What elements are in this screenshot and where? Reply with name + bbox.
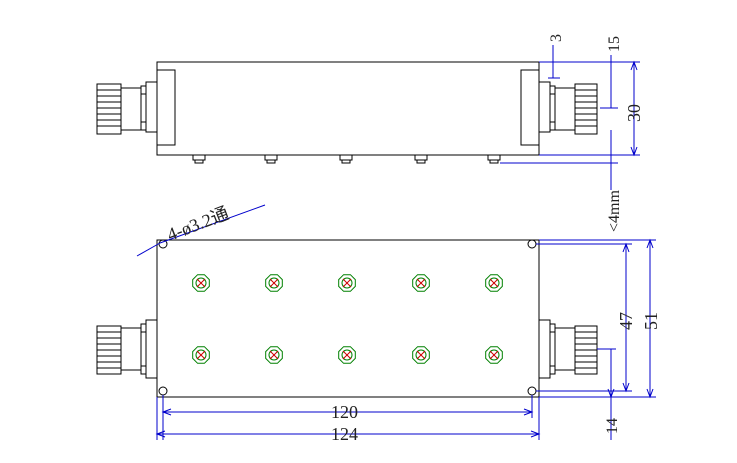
tuning-screw-grid bbox=[192, 274, 503, 364]
dim-3-label: 3 bbox=[548, 34, 565, 42]
tuning-screw-icon bbox=[412, 346, 430, 364]
mounting-hole-icon bbox=[527, 239, 537, 249]
dim-14-label: 14 bbox=[604, 418, 621, 434]
n-type-connector-icon bbox=[538, 81, 598, 135]
n-type-connector-icon bbox=[538, 319, 598, 379]
left-flange bbox=[156, 69, 176, 146]
hole-note-leader bbox=[159, 204, 266, 244]
dim-47-label: 47 bbox=[616, 312, 636, 330]
plan-view: 4-ø3.2通 120 124 bbox=[96, 203, 661, 444]
tuning-screw-icon bbox=[264, 154, 278, 164]
n-type-connector-icon bbox=[96, 81, 158, 135]
tuning-screw-icon bbox=[265, 346, 283, 364]
mounting-hole-icon bbox=[527, 386, 537, 396]
tuning-screw-icon bbox=[485, 274, 503, 292]
hole-note-label: 4-ø3.2通 bbox=[164, 203, 231, 245]
tuning-screw-icon bbox=[192, 274, 210, 292]
tuning-screw-icon bbox=[339, 154, 353, 164]
tuning-screw-icon bbox=[338, 346, 356, 364]
side-view-body bbox=[156, 61, 540, 156]
dim-51-label: 51 bbox=[641, 312, 661, 330]
dim-4mm-label: <4mm bbox=[606, 190, 623, 232]
side-view-dimensions bbox=[500, 45, 640, 190]
plan-view-horizontal-dimensions bbox=[155, 395, 541, 440]
tuning-screw-icon bbox=[192, 154, 206, 164]
side-screw-stubs bbox=[192, 154, 501, 164]
tuning-screw-icon bbox=[338, 274, 356, 292]
tuning-screw-icon bbox=[414, 154, 428, 164]
dim-120-label: 120 bbox=[331, 402, 358, 422]
tuning-screw-icon bbox=[487, 154, 501, 164]
tuning-screw-icon bbox=[412, 274, 430, 292]
side-view: 3 15 30 <4mm bbox=[96, 34, 644, 232]
plan-view-vertical-dimensions bbox=[536, 238, 656, 440]
tuning-screw-icon bbox=[192, 346, 210, 364]
dim-30-label: 30 bbox=[624, 104, 644, 122]
right-flange bbox=[520, 69, 540, 146]
dim-124-label: 124 bbox=[331, 424, 358, 444]
tuning-screw-icon bbox=[265, 274, 283, 292]
plan-view-body bbox=[156, 239, 540, 398]
n-type-connector-icon bbox=[96, 319, 158, 379]
dim-15-label: 15 bbox=[606, 36, 623, 52]
tuning-screw-icon bbox=[485, 346, 503, 364]
mounting-hole-icon bbox=[158, 386, 168, 396]
hole-note-leader bbox=[136, 242, 161, 257]
